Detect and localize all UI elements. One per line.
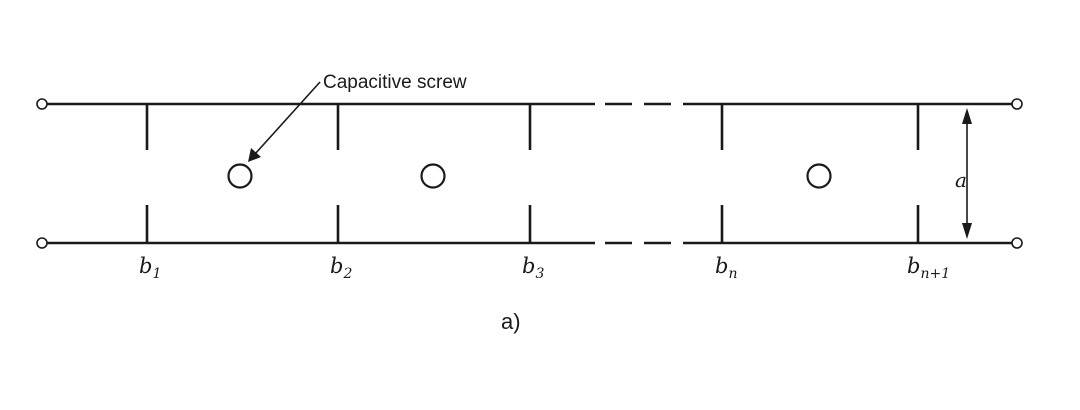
post-label-b2: b2 [330, 254, 352, 282]
terminal-bottom-left [36, 237, 48, 249]
capacitive-screw-1 [227, 163, 253, 189]
capacitive-screw-3 [806, 163, 832, 189]
terminal-bottom-right [1011, 237, 1023, 249]
dimension-label: a [955, 168, 967, 192]
terminal-top-right [1011, 98, 1023, 110]
post-label-bn1: bn+1 [907, 254, 950, 282]
post-label-b1: b1 [139, 254, 161, 282]
callout-arrow [248, 81, 321, 162]
post-label-b3: b3 [522, 254, 544, 282]
capacitive-screw-2 [420, 163, 446, 189]
dimension-arrow [962, 108, 972, 239]
terminal-top-left [36, 98, 48, 110]
figure-caption: a) [501, 309, 521, 334]
post-label-bn: bn [715, 254, 737, 282]
callout-label: Capacitive screw [323, 72, 467, 93]
